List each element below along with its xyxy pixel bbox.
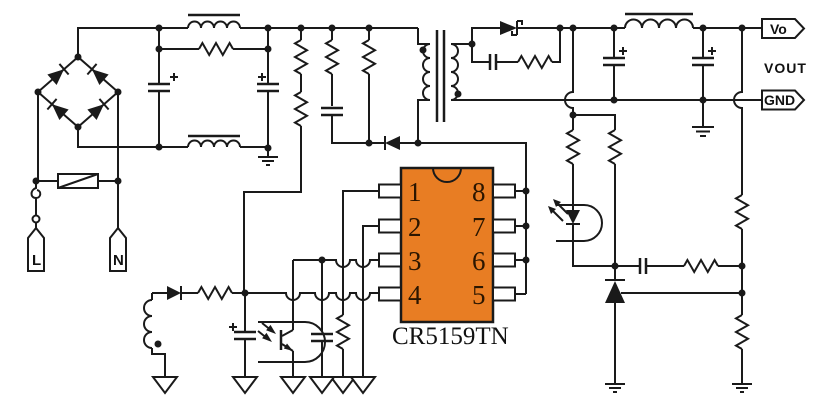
polarity-dot-icon (154, 340, 162, 348)
ground-icon (279, 376, 307, 395)
filter-inductor-icon (187, 20, 241, 29)
pin-label-6: 6 (472, 246, 486, 276)
pin-box-5 (492, 286, 516, 302)
pin-box-6 (492, 252, 516, 268)
opto-led-resistor-icon (564, 129, 582, 165)
pin-label-4: 4 (408, 280, 422, 310)
compensation-resistor-icon (683, 257, 719, 275)
snubber-capacitor-icon (488, 54, 498, 70)
startup-resistor-icon (292, 39, 310, 75)
bridge-diode-icon (86, 63, 109, 86)
pin-box-1 (378, 183, 402, 199)
clamp-startup-section (243, 28, 418, 293)
tl431-shunt-regulator-icon (605, 266, 742, 393)
feedback-section (548, 28, 752, 393)
cs-resistor-icon (334, 314, 352, 350)
vcc-capacitor-icon (229, 293, 256, 377)
pin-label-8: 8 (472, 177, 486, 207)
pin-label-7: 7 (472, 212, 486, 242)
bridge-rectifier (36, 55, 120, 129)
ic-part-number: CR5159TN (392, 323, 509, 350)
aux-supply-section (143, 284, 259, 395)
ground-icon (349, 376, 377, 395)
transformer-core-icon (435, 30, 446, 122)
neutral-terminal (109, 226, 127, 272)
output-rectifier-section (471, 20, 625, 71)
tl431-bias-resistor-icon (606, 129, 624, 165)
bridge-diode-icon (47, 63, 70, 86)
output-filter-section: Vo VOUT GND (451, 12, 807, 137)
vcc-resistor-icon (197, 284, 233, 302)
junction-dots (32, 24, 746, 297)
pin-box-8 (492, 183, 516, 199)
clamp-resistor-icon (323, 39, 341, 75)
fuse-icon (30, 181, 42, 228)
pin-box-4 (378, 286, 402, 302)
transformer (417, 28, 472, 143)
pin-label-5: 5 (472, 280, 486, 310)
output-inductor-icon (624, 18, 694, 29)
primary-winding-icon (422, 43, 431, 101)
drain-bus (418, 142, 527, 295)
output-capacitor-icon (603, 28, 627, 100)
line-terminal-label: L (32, 252, 41, 269)
polarity-dot-icon (419, 46, 427, 54)
ground-icon (329, 376, 357, 395)
ground-icon (308, 376, 336, 395)
earth-ground-icon (692, 100, 714, 137)
vo-terminal (761, 18, 806, 39)
ic-notch-icon (432, 167, 462, 183)
compensation-capacitor-icon (638, 258, 648, 274)
filter-inductor-icon (187, 139, 241, 148)
neutral-terminal-label: N (113, 252, 124, 269)
ac-input-section: L N (27, 92, 127, 272)
clamp-capacitor-icon (321, 106, 343, 117)
pin-label-1: 1 (408, 177, 422, 207)
schottky-diode-icon (500, 20, 523, 36)
damping-resistor-icon (198, 40, 234, 58)
divider-upper-resistor-icon (733, 194, 751, 230)
earth-ground-icon (732, 383, 752, 393)
secondary-winding-icon (450, 43, 459, 101)
aux-diode-icon (167, 286, 182, 300)
clamp-diode-icon (369, 136, 418, 150)
bulk-capacitor-icon (257, 28, 279, 148)
pin-label-2: 2 (408, 212, 422, 242)
bridge-diode-icon (87, 98, 110, 121)
aux-winding-icon (143, 299, 153, 349)
ground-icon (231, 376, 259, 395)
vout-label: VOUT (764, 60, 807, 76)
polarity-dot-icon (454, 90, 462, 98)
pin-label-3: 3 (408, 246, 422, 276)
line-terminal (27, 226, 45, 272)
clamp-resistor-icon (360, 39, 378, 75)
ground-icon (151, 376, 179, 395)
output-capacitor-icon (692, 28, 716, 100)
gnd-terminal (761, 89, 806, 111)
bulk-capacitor-icon (148, 28, 178, 147)
pin-box-7 (492, 218, 516, 234)
divider-lower-resistor-icon (733, 314, 751, 350)
controller-pin-networks (245, 190, 379, 395)
snubber-resistor-icon (517, 53, 553, 71)
startup-resistor-icon (292, 91, 310, 127)
gnd-terminal-label: GND (764, 92, 795, 108)
vo-terminal-label: Vo (770, 21, 787, 37)
controller-ic: 1 2 3 4 8 7 6 5 CR5159TN (378, 166, 516, 350)
pin-box-3 (378, 252, 402, 268)
optocoupler-led-icon (548, 199, 603, 242)
vdd-bypass-capacitor-icon (311, 260, 333, 377)
bridge-diode-icon (46, 98, 69, 121)
ic-body (399, 166, 495, 324)
pin-box-2 (378, 218, 402, 234)
